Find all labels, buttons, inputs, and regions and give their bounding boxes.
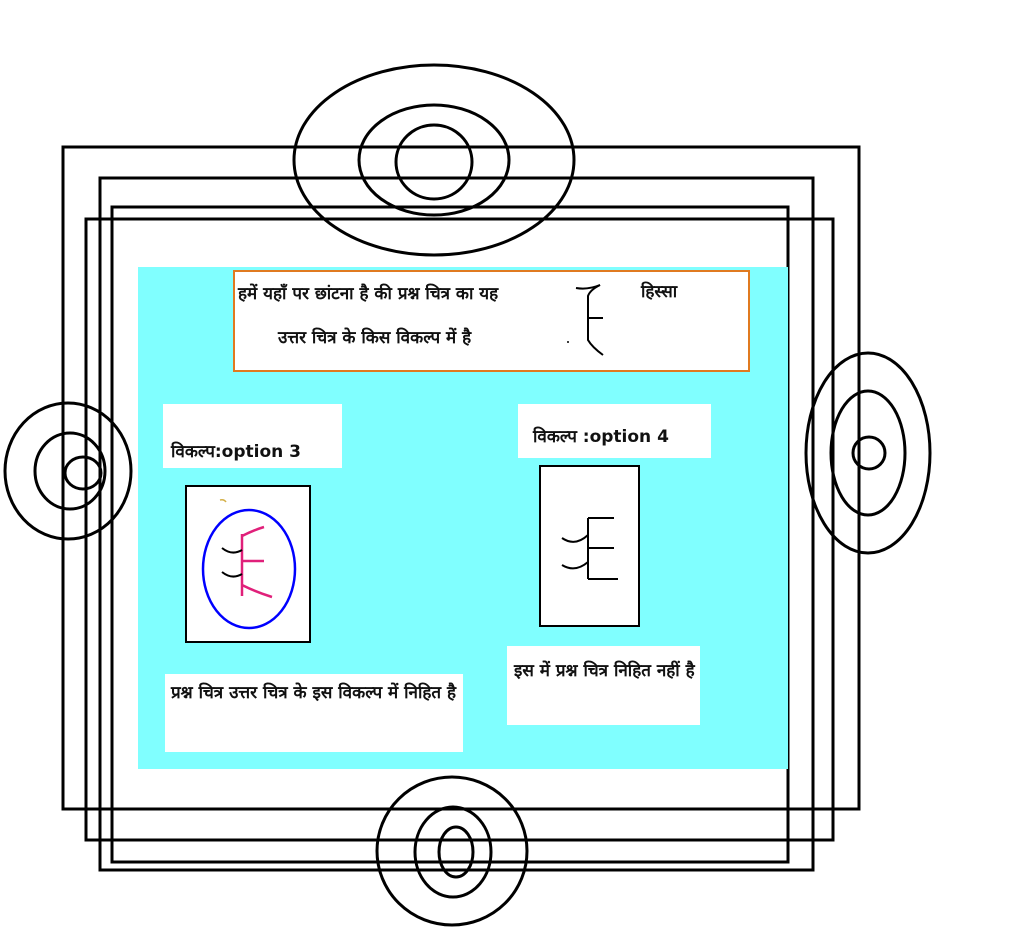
option-right-figure: [539, 465, 640, 627]
option-left-label-box: [163, 404, 342, 468]
question-figure-dot: [567, 341, 569, 343]
option-right-caption: इस में प्रश्न चित्र निहित नहीं है: [514, 661, 695, 681]
left-concentric-ellipses: [3, 401, 133, 541]
right-concentric-ellipses: [804, 351, 932, 555]
option-right-caption-box: [507, 646, 700, 725]
question-figure: [575, 284, 604, 356]
option-left-caption-box: [165, 674, 463, 752]
option-left-figure: [185, 485, 311, 643]
top-concentric-ellipses: [292, 63, 576, 257]
option-left-caption: प्रश्न चित्र उत्तर चित्र के इस विकल्प मे…: [171, 683, 457, 703]
option-right-label: विकल्प :option 4: [533, 427, 669, 447]
bottom-concentric-ellipses: [375, 775, 529, 927]
header-suffix-box: [637, 276, 738, 365]
header-question-line-2: उत्तर चित्र के किस विकल्प में है: [278, 328, 472, 348]
option-left-label: विकल्प:option 3: [171, 442, 301, 462]
header-question-suffix: हिस्सा: [641, 282, 678, 302]
header-question-line-1: हमें यहाँ पर छांटना है की प्रश्न चित्र क…: [238, 284, 499, 304]
option-right-label-box: [518, 404, 711, 458]
